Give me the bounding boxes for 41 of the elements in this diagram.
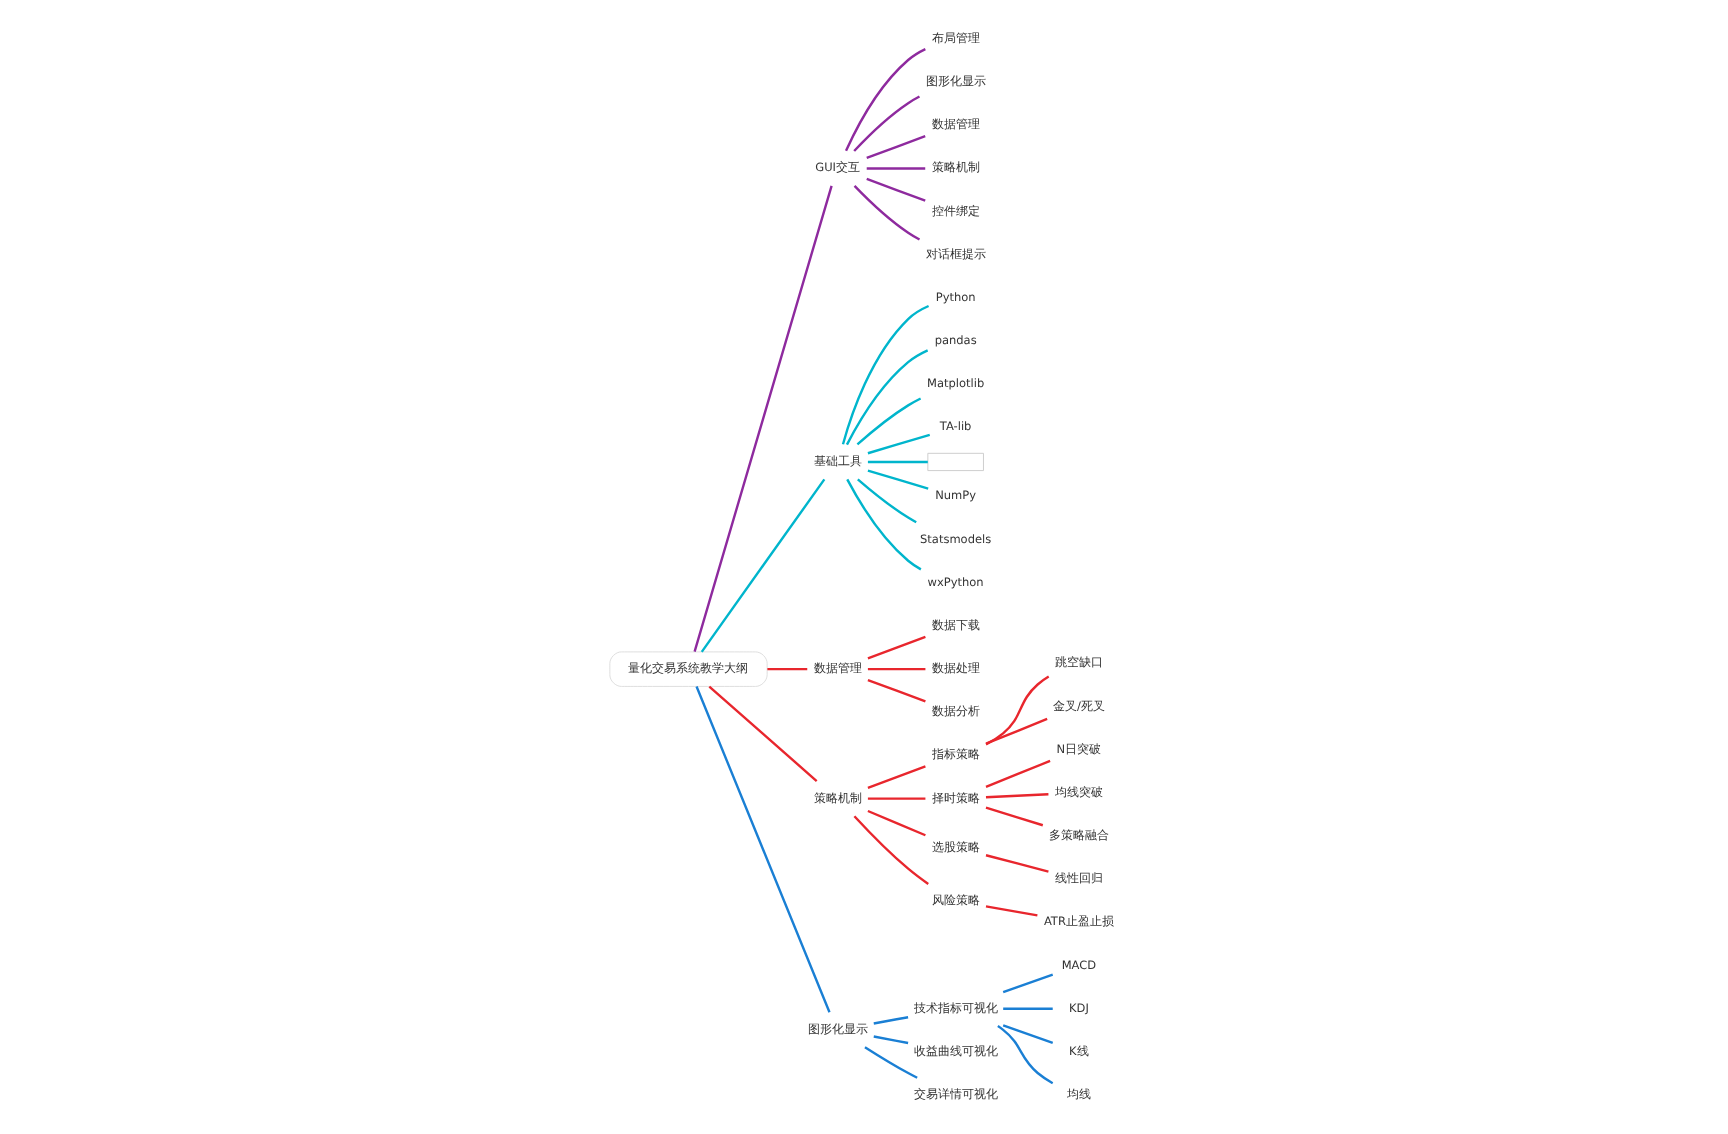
connector (852, 815, 928, 885)
connector (852, 185, 920, 241)
connector (984, 675, 1049, 746)
connector (766, 667, 807, 671)
connector (1001, 1024, 1053, 1045)
connector (1001, 973, 1053, 994)
connector (845, 478, 921, 571)
connector (866, 809, 925, 837)
connector (866, 460, 927, 464)
connector (984, 854, 1048, 873)
connector (843, 48, 925, 152)
node-box (926, 452, 983, 472)
connector (984, 793, 1048, 799)
connector (866, 797, 925, 800)
connector (844, 349, 928, 446)
connector (984, 717, 1047, 745)
connector (984, 905, 1037, 917)
connector (984, 759, 1050, 788)
connector (707, 685, 817, 782)
connector (866, 678, 925, 703)
connector (865, 177, 925, 202)
connector (856, 478, 916, 524)
connector (852, 95, 920, 152)
connector (866, 765, 925, 789)
connector (692, 185, 832, 652)
connector (694, 686, 830, 1013)
connector (865, 135, 925, 160)
connector (863, 1046, 917, 1079)
connector (1002, 1007, 1052, 1010)
connector (866, 469, 928, 490)
connector (872, 1016, 908, 1025)
connector (840, 304, 929, 445)
connector (996, 1025, 1053, 1085)
connector (699, 478, 825, 653)
connector (855, 397, 921, 446)
connector (866, 433, 930, 455)
connector (984, 806, 1043, 827)
connector (865, 167, 925, 170)
connector (866, 635, 925, 660)
connector (872, 1035, 908, 1045)
connector (866, 667, 925, 671)
